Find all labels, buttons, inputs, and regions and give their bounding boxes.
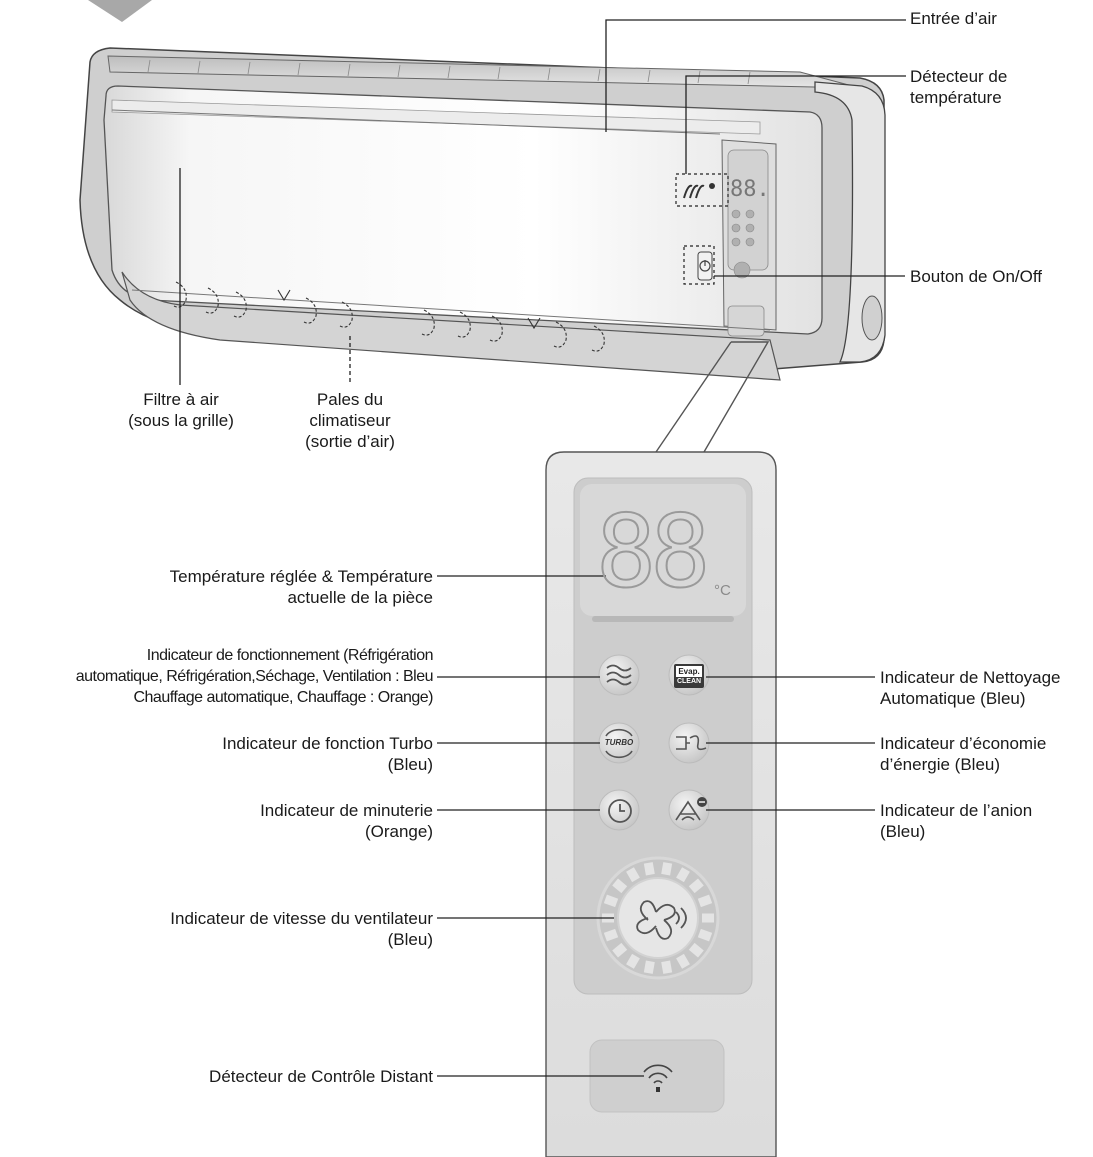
turbo-icon-text: TURBO — [604, 738, 634, 747]
fan-speed-segment — [688, 878, 704, 894]
control-panel — [545, 451, 777, 1157]
operation-indicator-button — [598, 654, 640, 696]
fan-speed-segment — [612, 878, 628, 894]
corner-tab — [88, 0, 152, 22]
fan-speed-segment — [676, 953, 690, 969]
fan-speed-segment — [626, 867, 640, 883]
evap-icon-top-text: Evap. — [678, 667, 700, 676]
fan-speed-segment — [697, 928, 713, 942]
energy-saving-indicator-button — [668, 722, 710, 764]
fan-speed-segment — [643, 862, 655, 876]
label-air-filter: Filtre à air (sous la grille) — [128, 390, 234, 430]
timer-indicator-button — [598, 789, 640, 831]
label-operation-indicator: Indicateur de fonctionnement (Réfrigérat… — [75, 647, 434, 706]
fan-speed-segment — [676, 867, 690, 883]
fan-speed-segment — [643, 960, 655, 974]
anion-indicator-button — [668, 789, 710, 831]
temperature-display-digits: 88 — [595, 493, 711, 611]
fan-speed-segment — [688, 942, 704, 958]
fan-speed-segment — [603, 928, 619, 942]
temperature-unit: °C — [714, 582, 731, 599]
ac-unit: 88. — [79, 47, 886, 381]
label-remote-sensor: Détecteur de Contrôle Distant — [209, 1067, 433, 1086]
label-temperature-sensor: Détecteur de température — [910, 67, 1008, 107]
label-timer-indicator: Indicateur de minuterie (Orange) — [260, 801, 433, 841]
fan-speed-segment — [603, 894, 619, 908]
label-blades: Pales du climatiseur (sortie d’air) — [305, 390, 395, 451]
fan-speed-segment — [612, 942, 628, 958]
zoom-callout — [655, 341, 770, 453]
leader-lines — [179, 19, 906, 1077]
label-air-inlet: Entrée d’air — [910, 9, 997, 28]
fan-speed-segment — [697, 894, 713, 908]
evap-icon-bottom-text: CLEAN — [676, 678, 702, 685]
label-turbo-indicator: Indicateur de fonction Turbo (Bleu) — [222, 734, 433, 774]
label-temperature-display: Température réglée & Température actuell… — [169, 567, 433, 607]
label-anion-indicator: Indicateur de l’anion (Bleu) — [880, 801, 1033, 841]
turbo-indicator-button — [598, 722, 640, 764]
label-fan-speed-indicator: Indicateur de vitesse du ventilateur (Bl… — [170, 909, 433, 949]
fan-speed-segment — [661, 862, 673, 876]
label-auto-clean-indicator: Indicateur de Nettoyage Automatique (Ble… — [880, 668, 1061, 708]
svg-text:88.: 88. — [730, 177, 770, 202]
fan-speed-segment — [661, 960, 673, 974]
label-energy-saving-indicator: Indicateur d’économie d’énergie (Bleu) — [880, 734, 1047, 774]
label-on-off-button: Bouton de On/Off — [910, 267, 1042, 286]
fan-speed-indicator — [596, 856, 720, 980]
fan-speed-segment — [626, 953, 640, 969]
auto-clean-indicator-button — [668, 654, 710, 696]
